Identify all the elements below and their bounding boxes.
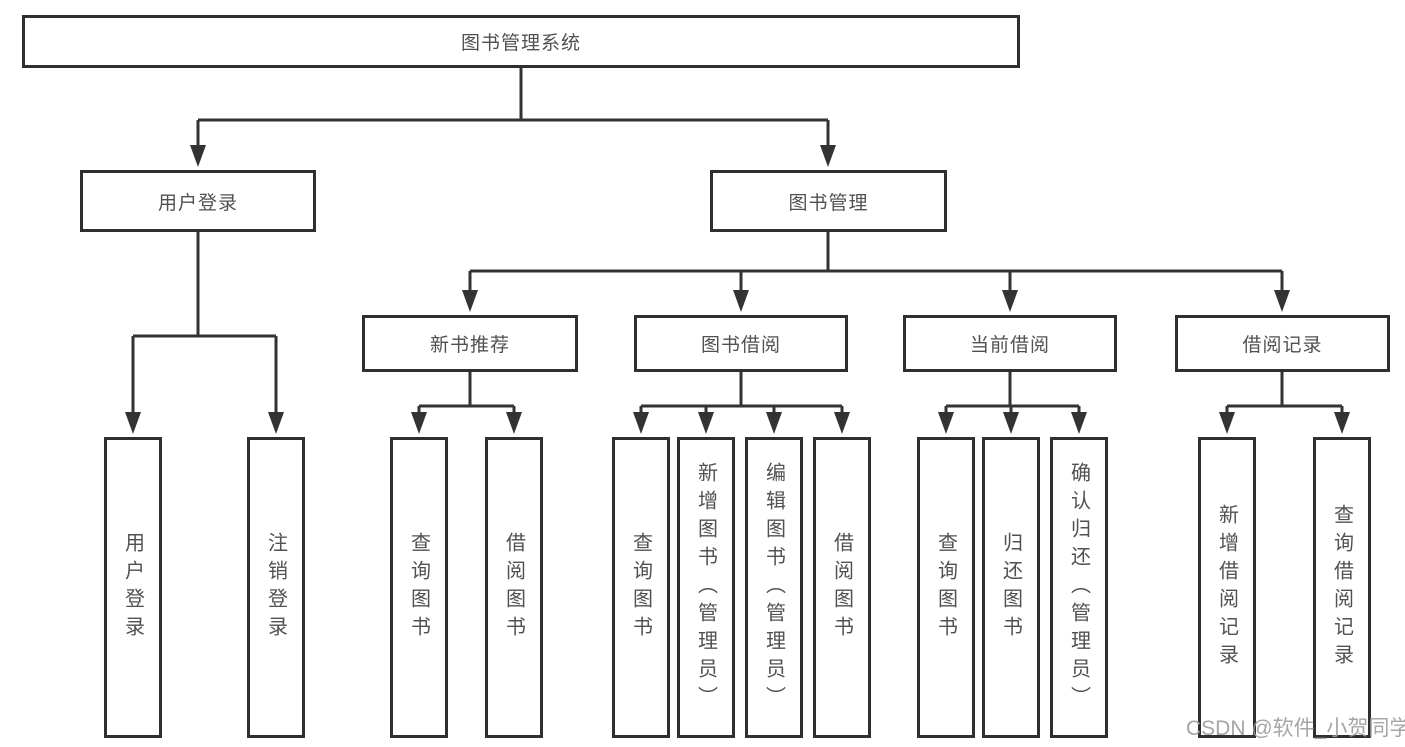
leaf-records-add: 新增借阅记录 (1198, 437, 1256, 738)
leaf-user-login-label: 用户登录 (121, 531, 144, 644)
leaf-current-confirm-admin: 确认归还（管理员） (1050, 437, 1108, 738)
leaf-borrow-query-label: 查询图书 (629, 531, 652, 644)
leaf-newbooks-borrow-label: 借阅图书 (502, 531, 525, 644)
node-borrow-records-label: 借阅记录 (1242, 335, 1323, 356)
connector-current-to-leaves (944, 372, 1081, 418)
connector-mgmt-to-groups (468, 232, 1284, 296)
leaf-newbooks-borrow: 借阅图书 (485, 437, 543, 738)
leaf-borrow-edit-admin: 编辑图书（管理员） (745, 437, 803, 738)
leaf-newbooks-query-label: 查询图书 (407, 531, 430, 644)
node-book-borrow: 图书借阅 (634, 315, 848, 372)
node-borrow-records: 借阅记录 (1175, 315, 1390, 372)
leaf-records-query: 查询借阅记录 (1313, 437, 1371, 738)
leaf-borrow-edit-admin-label: 编辑图书（管理员） (762, 461, 785, 714)
connector-newbooks-to-leaves (417, 372, 516, 418)
leaf-current-return: 归还图书 (982, 437, 1040, 738)
leaf-borrow-borrow-label: 借阅图书 (830, 531, 853, 644)
node-current-borrow-label: 当前借阅 (969, 335, 1050, 356)
node-new-book-recommend-label: 新书推荐 (429, 335, 510, 356)
leaf-current-return-label: 归还图书 (999, 531, 1022, 644)
leaf-logout-label: 注销登录 (264, 531, 287, 644)
node-book-management-label: 图书管理 (788, 192, 869, 214)
leaf-newbooks-query: 查询图书 (390, 437, 448, 738)
node-user-login: 用户登录 (80, 170, 316, 232)
leaf-current-confirm-admin-label: 确认归还（管理员） (1067, 461, 1090, 714)
leaf-current-query-label: 查询图书 (934, 531, 957, 644)
connector-borrow-to-leaves (639, 372, 844, 418)
node-current-borrow: 当前借阅 (903, 315, 1117, 372)
node-root: 图书管理系统 (22, 15, 1020, 68)
connector-root-to-level2 (196, 67, 830, 151)
leaf-logout: 注销登录 (247, 437, 305, 738)
connector-records-to-leaves (1225, 372, 1344, 418)
leaf-user-login: 用户登录 (104, 437, 162, 738)
node-book-borrow-label: 图书借阅 (700, 335, 781, 356)
arrowheads (125, 145, 1350, 434)
node-root-label: 图书管理系统 (460, 33, 581, 54)
connector-login-to-leaves (131, 232, 278, 418)
node-user-login-label: 用户登录 (157, 192, 238, 214)
leaf-borrow-add-admin: 新增图书（管理员） (677, 437, 735, 738)
leaf-borrow-query: 查询图书 (612, 437, 670, 738)
leaf-borrow-add-admin-label: 新增图书（管理员） (694, 461, 717, 714)
leaf-records-query-label: 查询借阅记录 (1330, 503, 1353, 672)
leaf-current-query: 查询图书 (917, 437, 975, 738)
node-new-book-recommend: 新书推荐 (362, 315, 578, 372)
csdn-watermark: CSDN @软件_小贺同学 (1186, 717, 1405, 740)
leaf-records-add-label: 新增借阅记录 (1215, 503, 1238, 672)
leaf-borrow-borrow: 借阅图书 (813, 437, 871, 738)
node-book-management: 图书管理 (710, 170, 947, 232)
